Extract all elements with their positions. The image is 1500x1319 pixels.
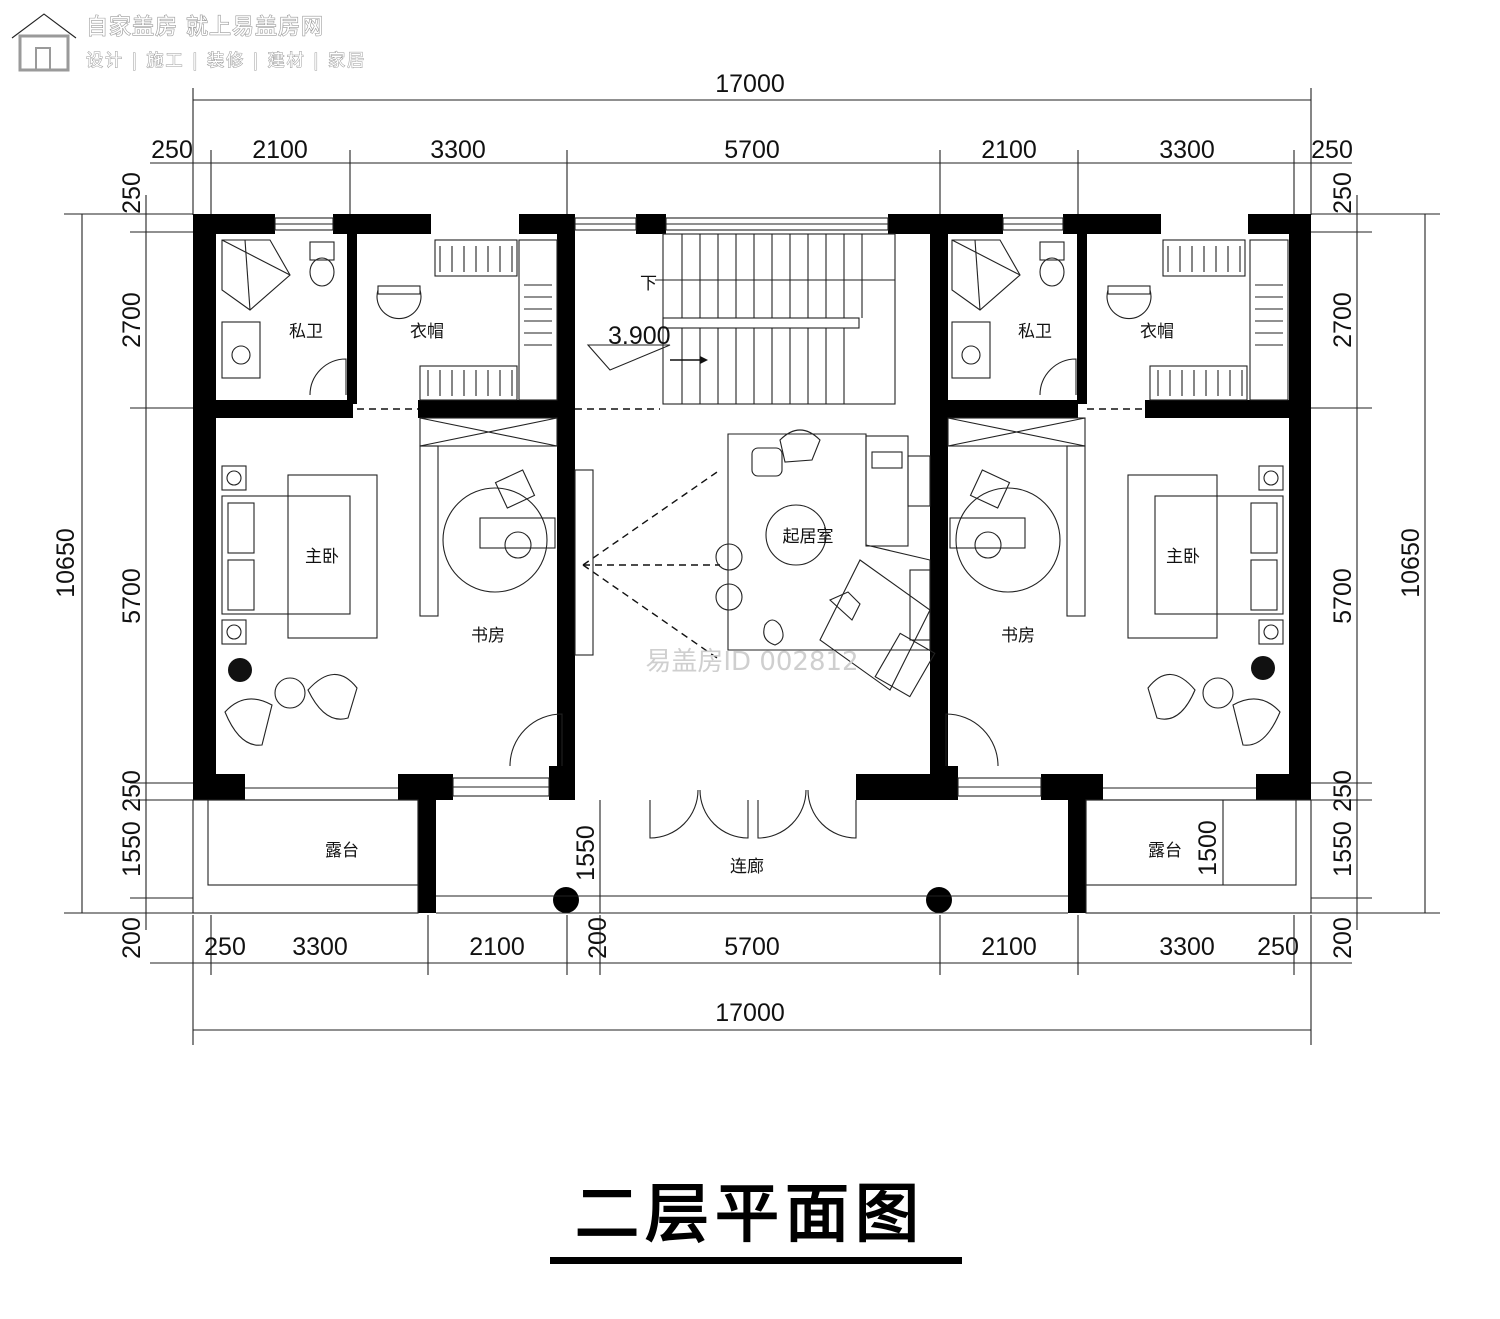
dim-top-seg: 5700 bbox=[724, 136, 780, 164]
dim-top-seg: 3300 bbox=[430, 136, 486, 164]
furniture-right bbox=[947, 417, 1284, 746]
room-master-left: 主卧 bbox=[305, 547, 339, 567]
dim-left-seg: 2700 bbox=[118, 292, 146, 348]
bath-fixtures-left bbox=[221, 239, 558, 401]
dim-bottom-seg: 2100 bbox=[981, 933, 1037, 961]
dim-top-seg: 2100 bbox=[981, 136, 1037, 164]
dim-bottom-seg: 3300 bbox=[1159, 933, 1215, 961]
dim-bottom-seg: 250 bbox=[1257, 933, 1299, 961]
level-value: 3.900 bbox=[608, 322, 671, 350]
dim-top-seg: 250 bbox=[151, 136, 193, 164]
dim-right-seg: 5700 bbox=[1329, 568, 1357, 624]
room-living: 起居室 bbox=[783, 527, 834, 547]
room-closet-left: 衣帽 bbox=[410, 322, 444, 342]
dim-bottom-seg: 2100 bbox=[469, 933, 525, 961]
dim-right-seg: 200 bbox=[1329, 917, 1357, 959]
site-logo: 自家盖房 就上易盖房网 设计 | 施工 | 装修 | 建材 | 家居 bbox=[11, 13, 366, 72]
dim-left-seg: 1550 bbox=[118, 821, 146, 877]
dimension-lines bbox=[64, 88, 1440, 1045]
dim-terrace-depth: 1500 bbox=[1194, 820, 1222, 876]
staircase: 下 bbox=[640, 233, 896, 405]
dim-bottom-seg: 3300 bbox=[292, 933, 348, 961]
room-terrace-right: 露台 bbox=[1148, 841, 1182, 861]
room-bath-left: 私卫 bbox=[289, 322, 323, 342]
dim-bottom-seg: 250 bbox=[204, 933, 246, 961]
dim-left-seg: 250 bbox=[118, 172, 146, 214]
dim-left-seg: 250 bbox=[118, 770, 146, 812]
room-master-right: 主卧 bbox=[1166, 547, 1200, 567]
logo-tagline: 设计 | 施工 | 装修 | 建材 | 家居 bbox=[86, 51, 366, 71]
dim-right-seg: 250 bbox=[1329, 770, 1357, 812]
dim-right-seg: 1550 bbox=[1329, 821, 1357, 877]
room-terrace-left: 露台 bbox=[325, 841, 359, 861]
room-corridor: 连廊 bbox=[730, 857, 764, 877]
windows bbox=[192, 217, 1312, 914]
dim-right-total: 10650 bbox=[1397, 528, 1425, 598]
dim-bottom-total: 17000 bbox=[715, 999, 785, 1027]
dim-bottom-seg: 200 bbox=[584, 917, 612, 959]
walls bbox=[193, 214, 1311, 913]
room-study-right: 书房 bbox=[1001, 626, 1035, 646]
dim-left-seg: 5700 bbox=[118, 568, 146, 624]
dimension-labels: 17000 250 2100 3300 5700 2100 3300 250 2… bbox=[52, 70, 1425, 1027]
logo-name: 自家盖房 就上易盖房网 bbox=[86, 15, 324, 40]
drawing-title: 二层平面图 bbox=[550, 1178, 962, 1264]
house-logo-icon bbox=[11, 13, 77, 72]
page-title: 二层平面图 bbox=[575, 1178, 925, 1252]
dim-top-seg: 250 bbox=[1311, 136, 1353, 164]
dim-right-seg: 2700 bbox=[1329, 292, 1357, 348]
room-study-left: 书房 bbox=[471, 626, 505, 646]
furniture-living bbox=[715, 429, 936, 698]
level-mark: 3.900 bbox=[586, 322, 671, 371]
stair-down-label: 下 bbox=[640, 274, 657, 294]
doors bbox=[509, 713, 999, 839]
dim-bottom-seg: 5700 bbox=[724, 933, 780, 961]
dim-left-seg: 200 bbox=[118, 917, 146, 959]
openings bbox=[357, 408, 1145, 661]
dim-top-seg: 3300 bbox=[1159, 136, 1215, 164]
dim-top-total: 17000 bbox=[715, 70, 785, 98]
room-closet-right: 衣帽 bbox=[1140, 322, 1174, 342]
title-underline bbox=[550, 1257, 962, 1264]
dim-right-seg: 250 bbox=[1329, 172, 1357, 214]
room-labels: 私卫 衣帽 私卫 衣帽 主卧 主卧 书房 书房 起居室 露台 露台 连廊 bbox=[289, 322, 1200, 877]
dim-top-seg: 2100 bbox=[252, 136, 308, 164]
dim-left-total: 10650 bbox=[52, 528, 80, 598]
room-bath-right: 私卫 bbox=[1018, 322, 1052, 342]
dim-corridor-depth: 1550 bbox=[572, 825, 600, 881]
furniture-left bbox=[221, 417, 594, 746]
watermark: 易盖房ID 002812 bbox=[645, 647, 858, 677]
bath-fixtures-right bbox=[951, 239, 1289, 401]
